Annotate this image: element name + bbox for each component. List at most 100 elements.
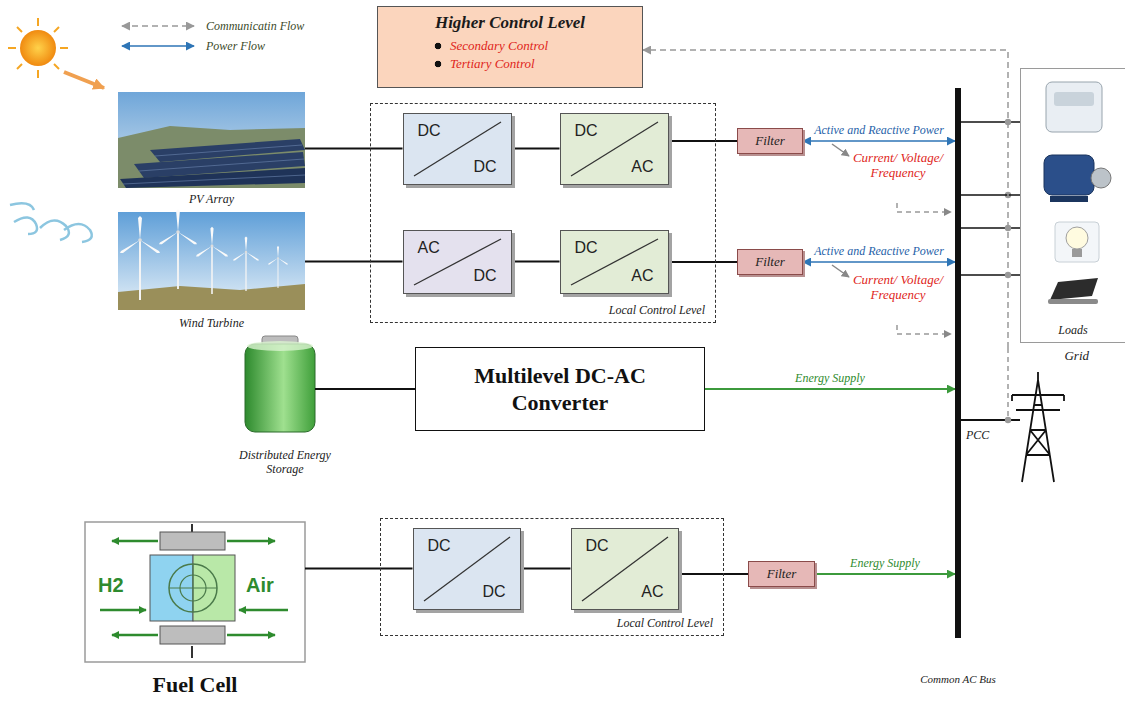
drawn-shape: [118, 126, 305, 188]
edge-label: Active and Reactive Power: [812, 123, 946, 138]
drawn-shape: [8, 47, 16, 49]
drawn-shape: [1091, 168, 1111, 188]
connector: [669, 140, 738, 142]
drawn-shape: [193, 564, 194, 612]
drawn-shape: [1072, 249, 1082, 257]
gas-label: Air: [246, 574, 274, 597]
drawn-shape: [54, 27, 59, 32]
legend-line-sample: [118, 40, 198, 52]
converter-box: Multilevel DC-AC Converter: [415, 347, 705, 431]
drawn-shape: [85, 522, 305, 662]
wind-farm-photo: [118, 209, 305, 310]
connector: [305, 568, 413, 570]
legend-line: [122, 45, 194, 47]
drawn-shape: [897, 203, 951, 212]
loads-panel: Loads: [1020, 68, 1125, 343]
node-label: Filter: [755, 254, 785, 270]
node-label: AC: [631, 158, 653, 176]
drawn-shape: [1007, 348, 1009, 420]
drawn-shape: [64, 72, 104, 88]
node-label: PV Array: [189, 192, 234, 206]
drawn-shape: [37, 70, 39, 78]
drawn-shape: [37, 18, 39, 26]
node-label: DC: [575, 122, 598, 140]
wind-icon: [10, 203, 92, 242]
drawn-shape: [14, 217, 37, 234]
drawn-shape: [100, 609, 146, 612]
drawn-shape: [17, 27, 22, 32]
drawn-shape: [832, 144, 849, 156]
drawn-shape: [120, 216, 160, 300]
node-label: DC: [473, 267, 496, 285]
load-icons: [1044, 82, 1111, 304]
drawn-shape: [196, 227, 228, 294]
node-label: Multilevel DC-AC Converter: [445, 362, 675, 416]
drawn-shape: [118, 92, 305, 188]
node-label: AC: [631, 267, 653, 285]
connector: [679, 573, 749, 575]
node-label: Common AC Bus: [885, 673, 1031, 685]
drawn-shape: [160, 532, 225, 550]
filter-box: Filter: [748, 561, 815, 587]
converter-slash-line: [414, 122, 501, 176]
connector: [815, 573, 955, 575]
battery-panel: Distributed Energy Storage: [225, 336, 345, 476]
drawn-shape: [233, 236, 259, 291]
converter-slash-line: [582, 537, 668, 601]
drawn-shape: [155, 145, 302, 156]
drawn-shape: [123, 175, 305, 184]
node-label: Loads: [1058, 323, 1087, 338]
measurement-leaders: [832, 144, 951, 334]
node-label: Local Control Level: [609, 303, 705, 318]
grid-tower: Grid: [1000, 348, 1095, 485]
drawn-shape: [832, 265, 849, 277]
connector: [705, 388, 955, 390]
gas-label: H2: [98, 574, 124, 597]
node-label: DC: [428, 537, 451, 555]
drawn-shape: [118, 212, 305, 310]
converter-box: AC DC: [403, 230, 512, 294]
photo-panel: PV Array: [118, 92, 305, 206]
connector: [345, 388, 415, 390]
drawn-shape: [1046, 82, 1102, 132]
fuel-cell-panel: Fuel Cell: [85, 522, 305, 698]
connector: [305, 261, 403, 263]
legend-row: Power Flow: [118, 36, 304, 56]
drawn-shape: [1012, 372, 1064, 482]
node-label: Local Control Level: [617, 616, 713, 631]
drawn-shape: [112, 634, 158, 637]
connector: [961, 419, 1000, 421]
legend-text: Power Flow: [206, 39, 265, 54]
node-label: Wind Turbine: [179, 316, 244, 330]
drawn-shape: [139, 159, 304, 171]
converter-box: DCAC: [571, 528, 679, 610]
control-group-box: DCDCDCACACDCDCACLocal Control Level: [370, 103, 716, 323]
legend-line-sample: [118, 20, 198, 32]
connector: [803, 140, 955, 142]
drawn-shape: [239, 609, 288, 612]
drawn-shape: [64, 224, 92, 242]
node-label: Grid: [1000, 348, 1089, 364]
legend-row: Communicatin Flow: [118, 16, 304, 36]
bus-to-load-wires: [961, 122, 1020, 275]
node-label: Higher Control Level: [388, 13, 632, 33]
drawn-shape: [1044, 155, 1094, 195]
drawn-shape: [1054, 92, 1094, 106]
node-label: Filter: [767, 566, 797, 582]
fuel-cell-picture: [85, 522, 305, 662]
pv-array-photo: [118, 92, 305, 188]
drawn-shape: [1066, 227, 1088, 249]
converter-box: DCDC: [403, 113, 512, 185]
node-label: AC: [418, 239, 440, 257]
drawn-shape: [123, 145, 305, 184]
connector: [669, 261, 738, 263]
converter-box: DCDC: [413, 528, 521, 610]
drawn-shape: [1055, 222, 1099, 262]
control-group-box: DCDC DCAC Local Control Level: [380, 518, 724, 636]
converter-slash-line: [424, 537, 510, 601]
drawn-shape: [160, 626, 225, 644]
node-label: DC: [418, 122, 441, 140]
drawn-shape: [268, 246, 288, 288]
